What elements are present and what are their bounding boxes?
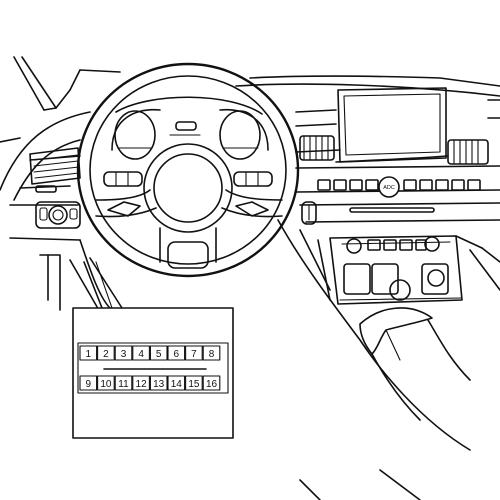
hazard-slot bbox=[301, 201, 435, 225]
pin-cell bbox=[132, 345, 150, 361]
center-button-row: ADC bbox=[317, 176, 481, 198]
pin-cell bbox=[97, 345, 115, 361]
pin-label: 8 bbox=[209, 349, 215, 360]
pin-label: 13 bbox=[153, 379, 165, 390]
pin-label: 14 bbox=[171, 379, 183, 390]
pin-label: 10 bbox=[100, 379, 112, 390]
right-side-vent bbox=[487, 99, 500, 119]
steering-wheel bbox=[76, 62, 300, 278]
gear-selector bbox=[359, 307, 471, 421]
pin-cell bbox=[114, 375, 133, 391]
pin-label: 15 bbox=[188, 379, 200, 390]
pin-cell bbox=[202, 345, 221, 361]
center-right-vent bbox=[447, 139, 489, 165]
pin-label: 12 bbox=[136, 379, 148, 390]
adc-button-label: ADC bbox=[383, 185, 395, 191]
obd-connector-box bbox=[72, 307, 234, 439]
pin-cell bbox=[167, 345, 186, 361]
infotainment-screen bbox=[335, 87, 449, 163]
pin-label: 5 bbox=[156, 349, 162, 360]
pin-cell bbox=[132, 375, 150, 391]
pin-cell bbox=[97, 375, 115, 391]
pin-cell bbox=[202, 375, 221, 391]
headlight-switch bbox=[35, 201, 81, 229]
connector-bottom-row: 9 10 11 12 13 14 15 16 bbox=[79, 375, 221, 391]
dashboard-top-line bbox=[79, 69, 500, 97]
pin-label: 11 bbox=[118, 379, 129, 390]
pin-label: 16 bbox=[206, 379, 218, 390]
pin-label: 4 bbox=[138, 349, 144, 360]
pin-cell bbox=[185, 375, 203, 391]
instrument-cluster bbox=[111, 96, 269, 160]
a-pillar bbox=[0, 56, 81, 143]
adc-button bbox=[378, 176, 400, 198]
pin-label: 7 bbox=[191, 349, 197, 360]
pin-cell bbox=[185, 345, 203, 361]
pin-label: 9 bbox=[86, 379, 92, 390]
pin-cell bbox=[149, 375, 168, 391]
pin-label: 2 bbox=[103, 349, 109, 360]
left-dashboard-panel bbox=[0, 111, 91, 311]
center-console bbox=[277, 219, 500, 451]
connector-pointer-lines bbox=[83, 257, 123, 309]
left-air-vent bbox=[29, 147, 81, 193]
pin-cell bbox=[149, 345, 168, 361]
pin-cell bbox=[79, 345, 98, 361]
pin-cell bbox=[114, 345, 133, 361]
center-left-vent bbox=[299, 135, 335, 161]
center-dashboard bbox=[295, 109, 500, 223]
pin-cell bbox=[167, 375, 186, 391]
lower-left-panel bbox=[69, 239, 113, 313]
pin-label: 6 bbox=[174, 349, 180, 360]
pin-label: 3 bbox=[121, 349, 127, 360]
pin-cell bbox=[79, 375, 98, 391]
lower-console-edge bbox=[299, 249, 500, 500]
pin-label: 1 bbox=[86, 349, 92, 360]
